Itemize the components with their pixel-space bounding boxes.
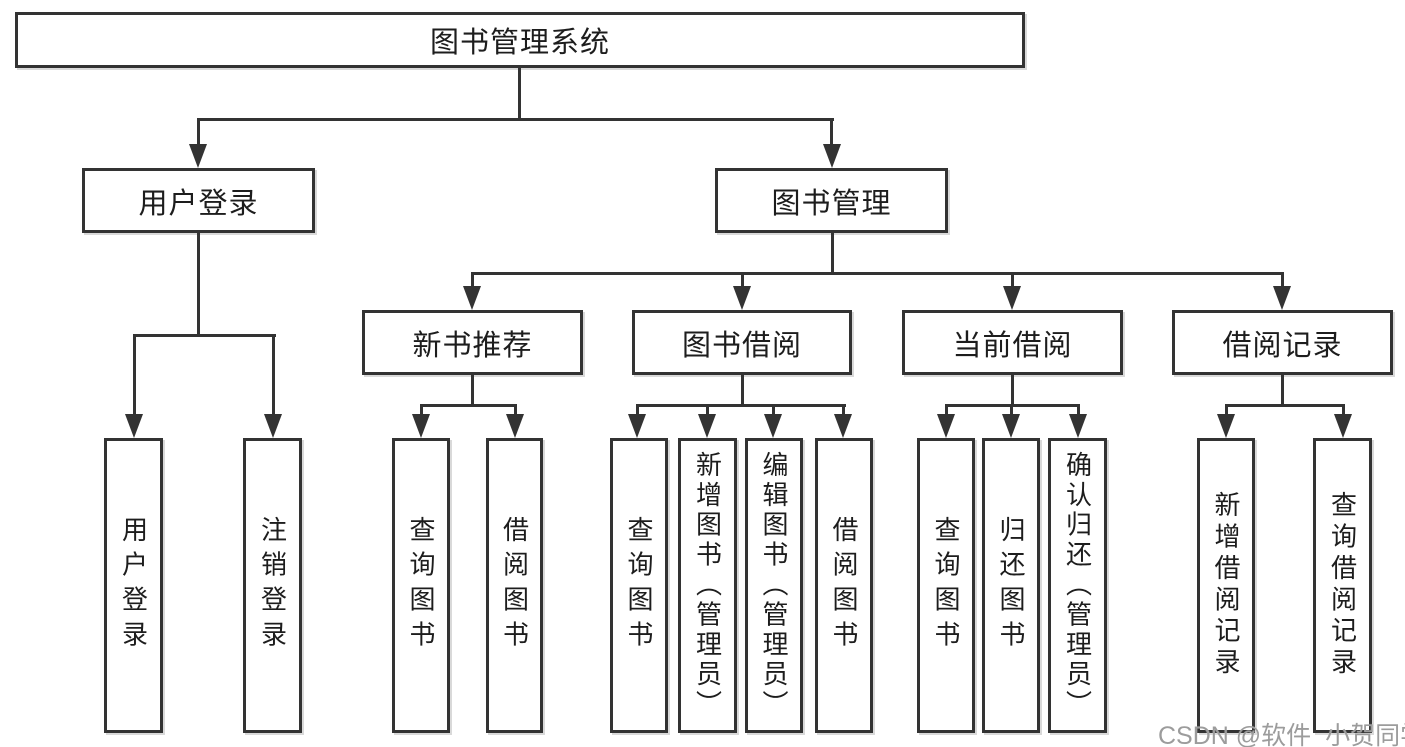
node-new-book-recommend: 新书推荐 xyxy=(362,310,583,375)
node-user-login: 用户登录 xyxy=(82,168,315,233)
node-leaf-bb-query-books: 查询图书 xyxy=(610,438,668,733)
arrow-down-icon xyxy=(506,414,524,438)
connector-bb-drop3 xyxy=(772,404,775,418)
node-leaf-br-query-record-label: 查询借阅记录 xyxy=(1327,491,1358,680)
node-leaf-user-login-label: 用户登录 xyxy=(118,515,149,656)
node-book-management-label: 图书管理 xyxy=(771,187,892,220)
connector-new-book-drop xyxy=(471,272,474,290)
arrow-down-icon xyxy=(1217,414,1235,438)
connector-bb-stem xyxy=(741,373,744,406)
arrow-down-icon xyxy=(937,414,955,438)
node-leaf-cb-query-books: 查询图书 xyxy=(917,438,975,733)
connector-br-stem xyxy=(1281,373,1284,406)
connector-user-login-stem xyxy=(197,233,200,334)
connector-logout-leaf-drop xyxy=(272,334,275,418)
node-borrow-records: 借阅记录 xyxy=(1172,310,1393,375)
node-leaf-logout: 注销登录 xyxy=(243,438,302,733)
connector-current-borrow-drop xyxy=(1011,272,1014,290)
node-leaf-bb-edit-books-label: 编辑图书（管理员） xyxy=(759,450,789,721)
node-borrow-records-label: 借阅记录 xyxy=(1222,329,1343,362)
arrow-down-icon xyxy=(823,144,841,168)
node-current-borrow-label: 当前借阅 xyxy=(952,329,1073,362)
connector-nbr-rail xyxy=(420,404,517,407)
connector-user-login-rail xyxy=(133,334,276,337)
node-leaf-cb-return-books: 归还图书 xyxy=(982,438,1040,733)
connector-br-drop1 xyxy=(1225,404,1228,418)
node-leaf-bb-add-books: 新增图书（管理员） xyxy=(678,438,737,733)
node-leaf-bb-query-books-label: 查询图书 xyxy=(624,515,654,656)
node-book-management: 图书管理 xyxy=(715,168,948,233)
connector-bb-drop4 xyxy=(842,404,845,418)
arrow-down-icon xyxy=(1273,286,1291,310)
connector-nbr-drop2 xyxy=(514,404,517,418)
arrow-down-icon xyxy=(189,144,207,168)
node-book-borrow-label: 图书借阅 xyxy=(681,329,802,362)
node-leaf-cb-query-books-label: 查询图书 xyxy=(931,515,961,656)
csdn-watermark: CSDN @软件_小贺同学 xyxy=(1158,722,1405,747)
node-leaf-br-add-record-label: 新增借阅记录 xyxy=(1211,491,1241,680)
connector-borrow-records-drop xyxy=(1281,272,1284,290)
arrow-down-icon xyxy=(264,414,282,438)
node-leaf-bb-edit-books: 编辑图书（管理员） xyxy=(745,438,803,733)
arrow-down-icon xyxy=(1002,414,1020,438)
connector-bb-drop1 xyxy=(636,404,639,418)
arrow-down-icon xyxy=(1003,286,1021,310)
arrow-down-icon xyxy=(698,414,716,438)
arrow-down-icon xyxy=(1334,414,1352,438)
node-leaf-bb-add-books-label: 新增图书（管理员） xyxy=(692,450,723,721)
arrow-down-icon xyxy=(463,286,481,310)
arrow-down-icon xyxy=(764,414,782,438)
arrow-down-icon xyxy=(412,414,430,438)
connector-cb-stem xyxy=(1011,373,1014,406)
connector-bb-rail xyxy=(636,404,846,407)
node-book-system-label: 图书管理系统 xyxy=(429,27,610,59)
connector-bb-drop2 xyxy=(706,404,709,418)
arrow-down-icon xyxy=(733,286,751,310)
connector-user-login-leaf-drop xyxy=(133,334,136,418)
connector-br-drop2 xyxy=(1342,404,1345,418)
node-leaf-cb-confirm-return: 确认归还（管理员） xyxy=(1048,438,1107,733)
connector-cb-drop1 xyxy=(945,404,948,418)
node-leaf-cb-return-books-label: 归还图书 xyxy=(996,515,1026,656)
node-new-book-recommend-label: 新书推荐 xyxy=(412,329,533,362)
connector-book-mgmt-drop xyxy=(830,118,833,148)
node-leaf-cb-confirm-return-label: 确认归还（管理员） xyxy=(1062,450,1093,721)
arrow-down-icon xyxy=(628,414,646,438)
node-leaf-bb-borrow-books-label: 借阅图书 xyxy=(829,515,859,656)
node-leaf-nbr-borrow-books-label: 借阅图书 xyxy=(499,515,530,656)
node-book-borrow: 图书借阅 xyxy=(632,310,852,375)
node-leaf-nbr-query-books-label: 查询图书 xyxy=(406,515,436,656)
node-book-system: 图书管理系统 xyxy=(15,12,1025,68)
node-user-login-label: 用户登录 xyxy=(138,187,259,220)
connector-nbr-stem xyxy=(471,373,474,406)
arrow-down-icon xyxy=(834,414,852,438)
node-leaf-nbr-query-books: 查询图书 xyxy=(392,438,450,733)
connector-cb-drop2 xyxy=(1010,404,1013,418)
arrow-down-icon xyxy=(1069,414,1087,438)
node-leaf-br-query-record: 查询借阅记录 xyxy=(1313,438,1372,733)
connector-root-stem xyxy=(518,68,521,118)
node-leaf-nbr-borrow-books: 借阅图书 xyxy=(486,438,543,733)
connector-user-login-drop xyxy=(197,118,200,148)
connector-level3-rail xyxy=(471,272,1284,275)
arrow-down-icon xyxy=(125,414,143,438)
node-leaf-br-add-record: 新增借阅记录 xyxy=(1197,438,1255,733)
node-leaf-logout-label: 注销登录 xyxy=(257,515,288,656)
connector-book-mgmt-stem xyxy=(831,233,834,272)
node-current-borrow: 当前借阅 xyxy=(902,310,1123,375)
connector-br-rail xyxy=(1225,404,1345,407)
connector-book-borrow-drop xyxy=(741,272,744,290)
connector-level1-rail xyxy=(197,118,834,121)
node-leaf-user-login: 用户登录 xyxy=(104,438,163,733)
connector-cb-drop3 xyxy=(1077,404,1080,418)
connector-nbr-drop1 xyxy=(420,404,423,418)
node-leaf-bb-borrow-books: 借阅图书 xyxy=(815,438,873,733)
